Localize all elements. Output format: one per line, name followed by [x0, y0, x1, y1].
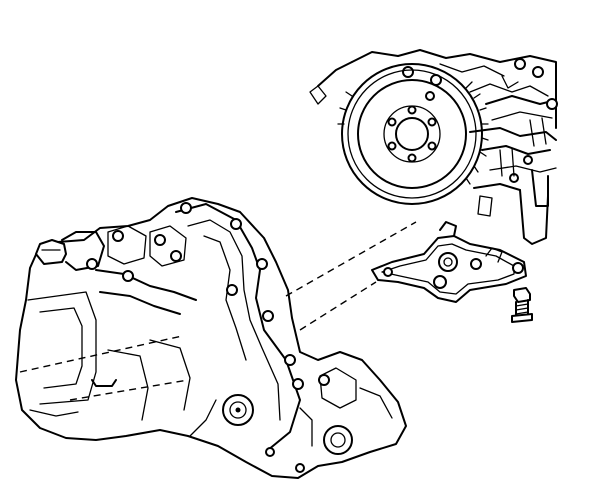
mounting-bracket	[371, 221, 527, 303]
flywheel-ring-gear-teeth	[337, 81, 489, 185]
engine-block	[309, 49, 558, 245]
transaxle	[15, 197, 407, 479]
flywheel-bolt-holes	[387, 105, 437, 163]
flywheel	[337, 63, 489, 205]
bolt	[511, 287, 533, 323]
